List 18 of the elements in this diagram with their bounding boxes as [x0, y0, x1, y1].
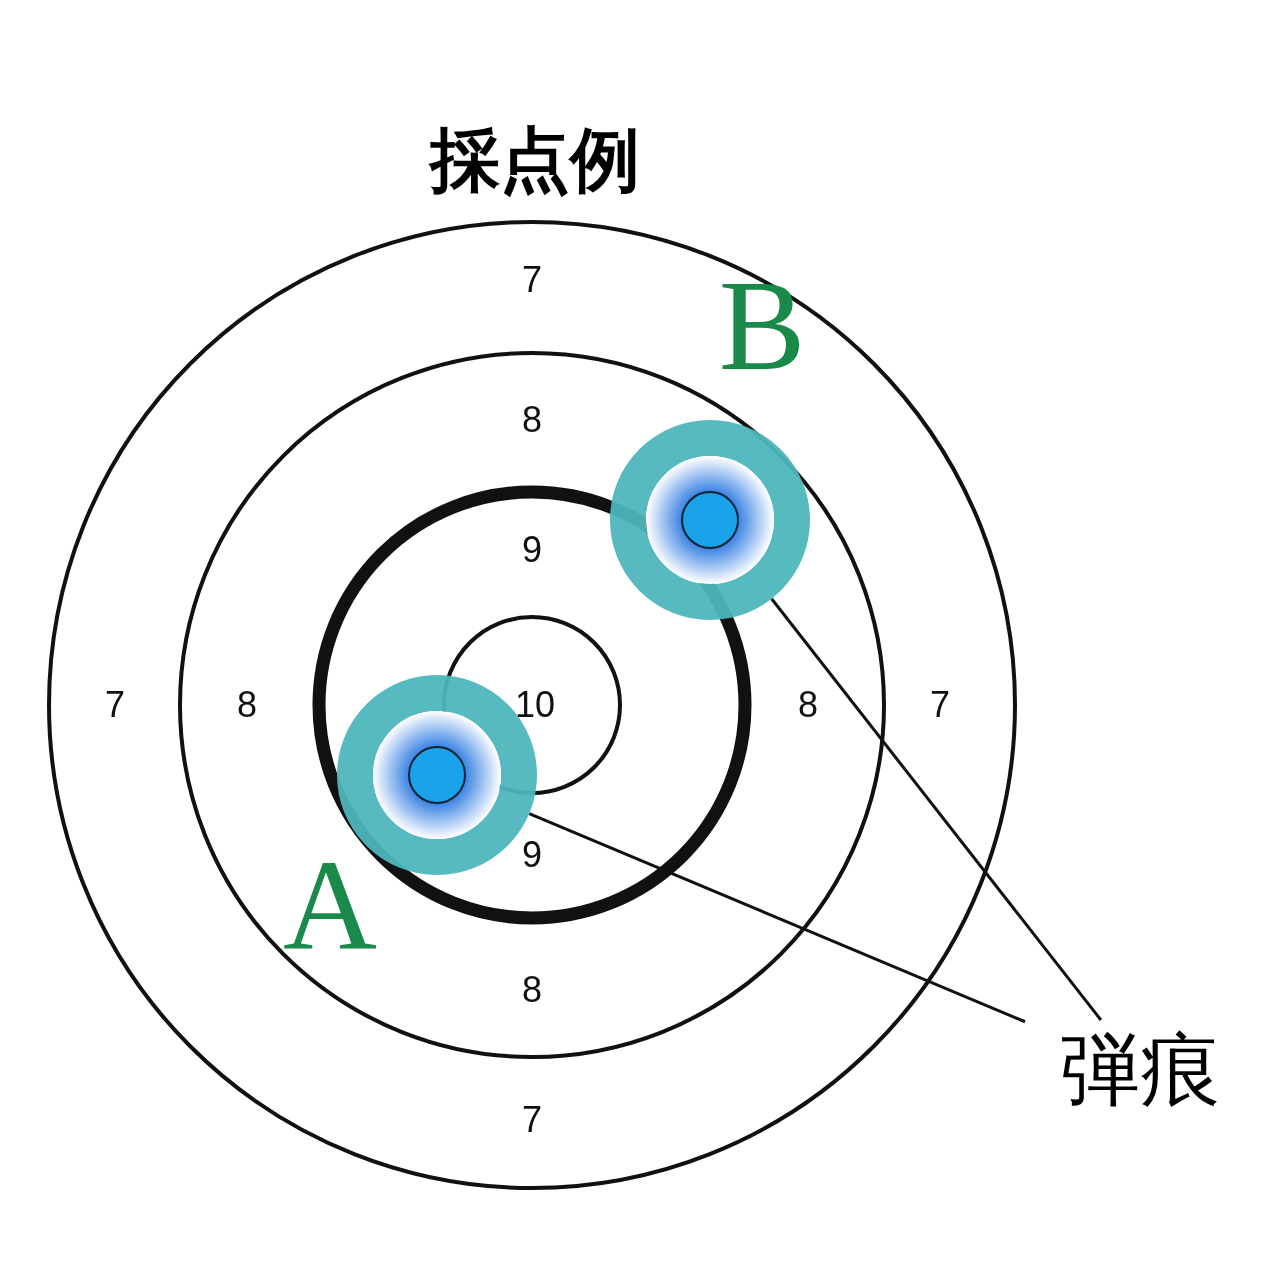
- hole-letter: B: [718, 260, 806, 390]
- score-number: 7: [930, 687, 950, 723]
- leader-line: [528, 812, 1026, 1024]
- score-number: 8: [798, 687, 818, 723]
- leader-line: [770, 597, 1103, 1021]
- score-number: 8: [522, 402, 542, 438]
- hole-letter: A: [283, 840, 377, 970]
- score-number: 7: [522, 1102, 542, 1138]
- score-number: 8: [237, 687, 257, 723]
- score-number: 9: [522, 532, 542, 568]
- score-number: 9: [522, 837, 542, 873]
- score-number: 10: [515, 687, 555, 723]
- bullet-hole: [610, 420, 810, 620]
- title: 採点例: [430, 125, 640, 195]
- score-number: 7: [522, 262, 542, 298]
- score-number: 8: [522, 972, 542, 1008]
- callout-label: 弾痕: [1060, 1030, 1220, 1110]
- score-number: 7: [105, 687, 125, 723]
